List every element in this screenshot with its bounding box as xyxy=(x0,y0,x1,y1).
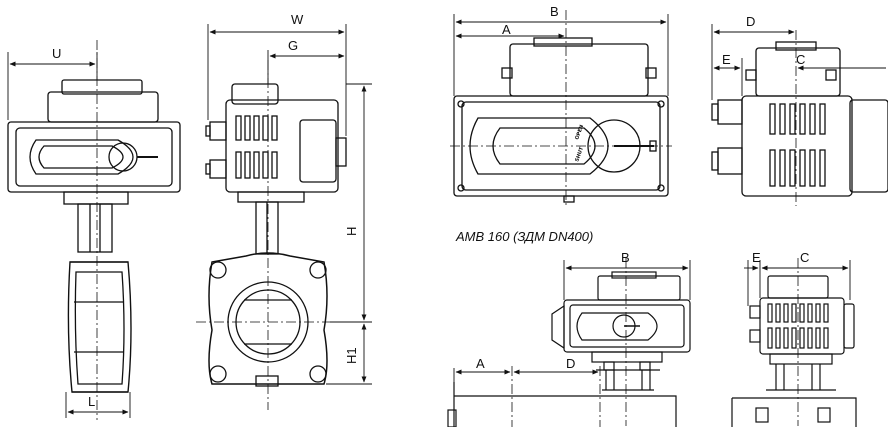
dim-label-g: G xyxy=(288,38,298,53)
dim-label-u: U xyxy=(52,46,61,61)
valve-side-view xyxy=(196,60,360,410)
dim-label-h: H xyxy=(344,227,359,236)
amb160-base-dimensions xyxy=(453,368,599,384)
cooling-fins xyxy=(235,115,278,179)
dim-label-e-bottom: E xyxy=(752,250,761,265)
dim-label-c-bottom: C xyxy=(800,250,809,265)
top-side-dimensions xyxy=(711,24,886,100)
amb160-side-view xyxy=(731,258,857,427)
dim-label-h1: H1 xyxy=(344,347,359,364)
left-dimensions xyxy=(7,52,131,418)
dim-label-d-bottom: D xyxy=(566,356,575,371)
dim-label-w: W xyxy=(291,12,304,27)
dim-label-b: B xyxy=(550,4,559,19)
amb160-base-partial xyxy=(447,366,677,427)
dim-label-e: E xyxy=(722,52,731,67)
dim-label-a: A xyxy=(502,22,511,37)
top-front-dimensions xyxy=(453,14,669,96)
actuator-side-view xyxy=(711,30,888,206)
model-caption: AMB 160 (ЗДМ DN400) xyxy=(455,229,593,244)
valve-front-view xyxy=(7,40,181,420)
dim-label-a-bottom: A xyxy=(476,356,485,371)
middle-dimensions xyxy=(207,24,372,385)
dim-label-c: C xyxy=(796,52,805,67)
indicator-shut: SHUT xyxy=(574,146,585,163)
dim-label-d: D xyxy=(746,14,755,29)
amb160-front-view xyxy=(551,258,691,426)
side-fins xyxy=(769,103,826,187)
amb160-front-dimensions xyxy=(563,260,691,300)
amb160-side-dimensions xyxy=(744,260,851,306)
indicator-open: OPEN xyxy=(574,124,585,141)
dim-label-b-bottom: B xyxy=(621,250,630,265)
amb160-fins xyxy=(767,303,829,349)
dim-label-l: L xyxy=(88,394,95,409)
actuator-front-view xyxy=(450,10,672,206)
